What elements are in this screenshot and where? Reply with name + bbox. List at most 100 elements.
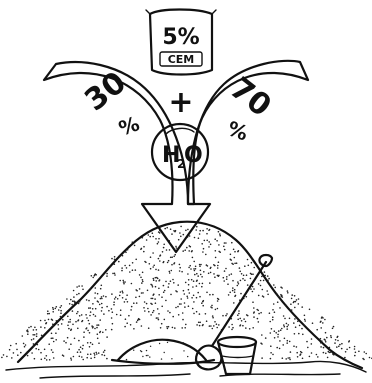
stipple-dot — [268, 278, 270, 280]
stipple-dot — [33, 346, 35, 348]
stipple-dot — [122, 290, 124, 292]
stipple-dot — [193, 301, 195, 303]
stipple-dot — [70, 357, 72, 359]
stipple-dot — [168, 283, 170, 285]
stipple-dot — [170, 228, 172, 230]
stipple-dot — [135, 259, 137, 261]
stipple-dot — [196, 311, 198, 313]
stipple-dot — [266, 290, 268, 292]
stipple-dot — [101, 298, 103, 300]
stipple-dot — [28, 327, 30, 329]
stipple-dot — [243, 318, 245, 320]
stipple-dot — [101, 307, 103, 309]
stipple-dot — [365, 353, 367, 355]
stipple-dot — [284, 326, 286, 328]
stipple-dot — [226, 278, 228, 280]
stipple-dot — [52, 337, 54, 339]
stipple-dot — [163, 244, 165, 246]
stipple-dot — [154, 298, 156, 300]
stipple-dot — [252, 301, 254, 303]
stipple-dot — [364, 351, 366, 353]
stipple-dot — [253, 307, 255, 309]
stipple-dot — [114, 259, 116, 261]
stipple-dot — [146, 303, 148, 305]
stipple-dot — [40, 352, 42, 354]
stipple-dot — [199, 233, 201, 235]
bucket-icon — [218, 337, 256, 374]
stipple-dot — [142, 292, 144, 294]
stipple-dot — [124, 301, 126, 303]
stipple-dot — [191, 297, 193, 299]
stipple-dot — [239, 267, 241, 269]
stipple-dot — [99, 332, 101, 334]
stipple-dot — [101, 296, 103, 298]
stipple-dot — [195, 266, 197, 268]
stipple-dot — [288, 324, 290, 326]
stipple-dot — [47, 310, 49, 312]
stipple-dot — [108, 310, 110, 312]
stipple-dot — [103, 295, 105, 297]
stipple-dot — [217, 267, 219, 269]
stipple-dot — [60, 310, 62, 312]
stipple-dot — [218, 244, 220, 246]
stipple-dot — [125, 299, 127, 301]
stipple-dot — [74, 302, 76, 304]
stipple-dot — [212, 328, 214, 330]
stipple-dot — [95, 352, 97, 354]
stipple-dot — [146, 350, 147, 351]
stipple-dot — [297, 356, 299, 358]
stipple-dot — [238, 283, 240, 285]
stipple-dot — [223, 277, 225, 279]
stipple-dot — [69, 321, 71, 323]
stipple-dot — [36, 329, 38, 331]
stipple-dot — [311, 338, 313, 340]
stipple-dot — [166, 227, 168, 229]
stipple-dot — [277, 336, 279, 338]
stipple-dot — [252, 291, 254, 293]
stipple-dot — [82, 348, 84, 350]
stipple-dot — [294, 318, 296, 320]
stipple-dot — [230, 254, 232, 256]
stipple-dot — [77, 328, 79, 330]
stipple-dot — [184, 306, 186, 308]
stipple-dot — [197, 275, 199, 277]
stipple-dot — [190, 268, 192, 270]
stipple-dot — [188, 305, 190, 307]
stipple-dot — [169, 271, 171, 273]
stipple-dot — [89, 323, 91, 325]
stipple-dot — [122, 280, 124, 282]
stipple-dot — [20, 352, 22, 354]
stipple-dot — [51, 333, 53, 335]
stipple-dot — [134, 245, 136, 247]
stipple-dot — [167, 328, 169, 330]
stipple-dot — [214, 238, 216, 240]
stipple-dot — [283, 315, 285, 317]
stipple-dot — [339, 344, 341, 346]
stipple-dot — [101, 310, 103, 312]
stipple-dot — [114, 298, 116, 300]
stipple-dot — [199, 296, 201, 298]
stipple-dot — [330, 335, 332, 337]
stipple-dot — [75, 321, 77, 323]
stipple-dot — [317, 356, 319, 358]
stipple-dot — [271, 328, 273, 330]
stipple-dot — [231, 263, 233, 265]
stipple-dot — [187, 229, 189, 231]
stipple-dot — [334, 342, 336, 344]
stipple-dot — [72, 324, 74, 326]
stipple-dot — [232, 290, 234, 292]
stipple-dot — [290, 351, 292, 353]
stipple-dot — [111, 308, 113, 310]
stipple-dot — [234, 296, 236, 298]
stipple-dot — [114, 274, 116, 276]
stipple-dot — [349, 347, 351, 349]
stipple-dot — [89, 315, 91, 317]
stipple-dot — [69, 303, 71, 305]
stipple-dot — [203, 271, 205, 273]
stipple-dot — [98, 352, 100, 354]
stipple-dot — [165, 300, 167, 302]
stipple-dot — [48, 343, 50, 345]
stipple-dot — [124, 281, 126, 283]
stipple-dot — [208, 241, 210, 243]
